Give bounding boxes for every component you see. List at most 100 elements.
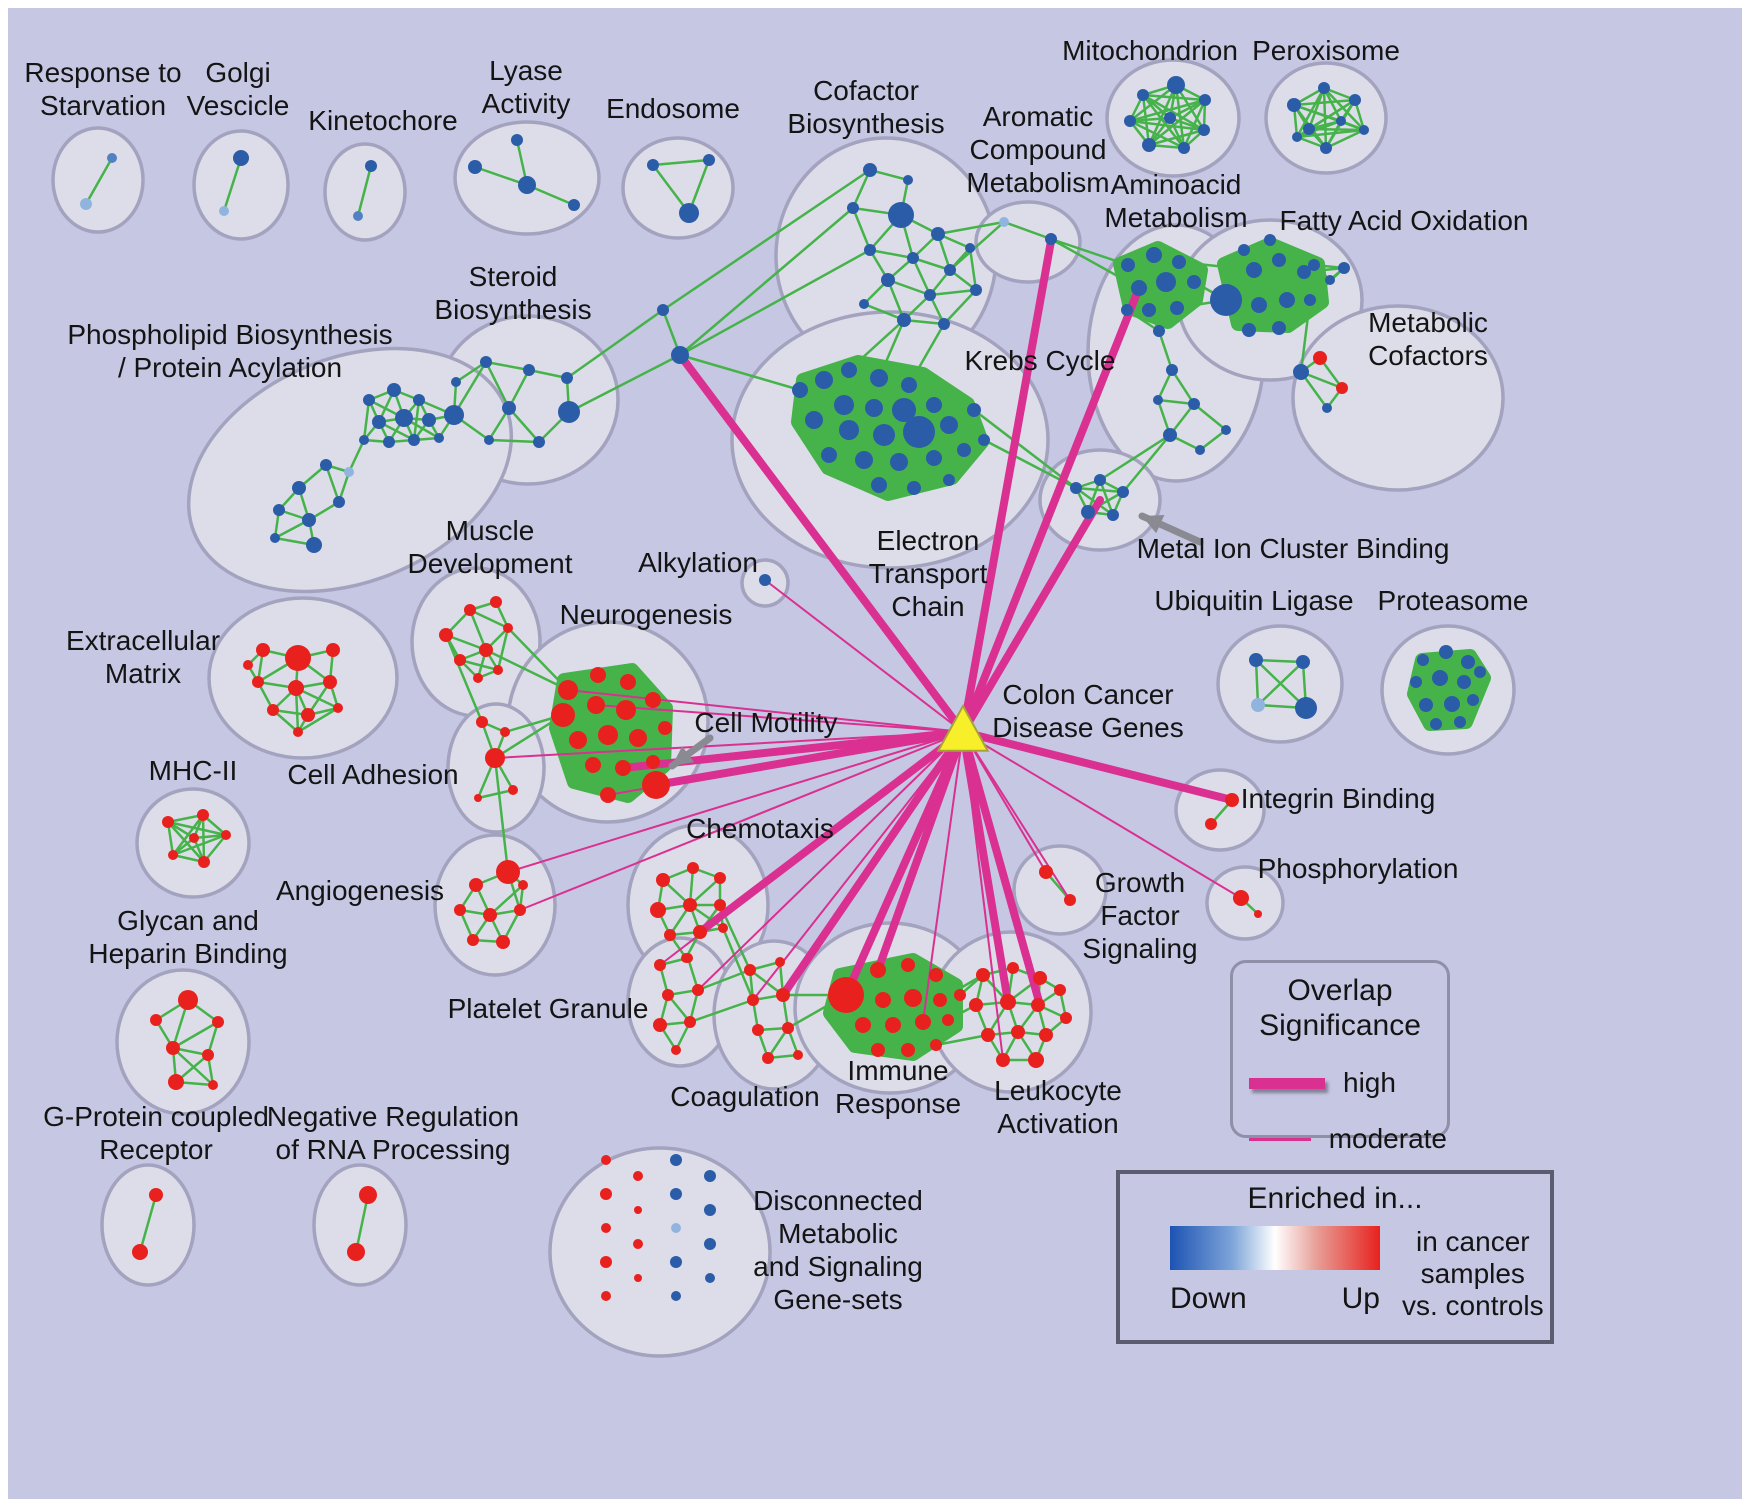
- gene-set-node: [654, 959, 666, 971]
- gene-set-node: [413, 394, 425, 406]
- inter-cluster-edge: [678, 206, 855, 357]
- gene-set-node: [484, 435, 494, 445]
- gene-set-node: [903, 175, 913, 185]
- cluster-ellipse-aromatic-compound-metabolism: [974, 200, 1082, 284]
- gene-set-node: [365, 160, 377, 172]
- gene-set-node: [243, 660, 253, 670]
- gene-set-node: [671, 1045, 681, 1055]
- overlap-significance-legend: Overlap Significance high moderate: [1230, 960, 1450, 1154]
- overlap-edge-moderate: [519, 731, 964, 911]
- gene-set-edge: [1128, 83, 1178, 123]
- gene-set-node: [1297, 265, 1311, 279]
- gene-set-node: [469, 878, 483, 892]
- gene-set-node: [1249, 653, 1263, 667]
- cluster-ellipse-mhc-ii: [135, 787, 251, 899]
- gene-set-node: [1153, 395, 1163, 405]
- gene-set-node: [1142, 138, 1156, 152]
- gene-set-node: [467, 934, 479, 946]
- gene-set-node: [815, 371, 833, 389]
- gene-set-node: [292, 481, 306, 495]
- overlap-edge-moderate: [764, 579, 964, 733]
- gene-set-node: [897, 313, 911, 327]
- gene-set-node: [270, 533, 280, 543]
- gene-set-node: [704, 1238, 716, 1250]
- gene-set-node: [1107, 509, 1119, 521]
- gene-set-node: [1124, 115, 1136, 127]
- inter-cluster-edge: [678, 353, 802, 392]
- gene-set-node: [387, 383, 401, 397]
- gene-set-node: [252, 676, 264, 688]
- gene-set-node: [1121, 304, 1133, 316]
- gene-set-node: [1238, 244, 1250, 256]
- gene-set-node: [508, 785, 518, 795]
- gene-set-node: [940, 416, 958, 434]
- gene-set-edge: [473, 165, 529, 187]
- overlap-edge-moderate: [962, 731, 1242, 899]
- inter-cluster-edge: [567, 353, 682, 414]
- gene-set-node: [671, 1223, 681, 1233]
- gene-set-node: [782, 1022, 794, 1034]
- gene-set-node: [870, 962, 886, 978]
- gene-set-node: [693, 925, 707, 939]
- gene-set-edge: [171, 833, 228, 857]
- gene-set-node: [670, 1188, 682, 1200]
- gene-set-node: [1188, 398, 1200, 410]
- gene-set-edge: [651, 158, 711, 167]
- gene-set-node: [168, 850, 178, 860]
- gene-set-node: [1163, 428, 1177, 442]
- gene-set-node: [901, 958, 915, 972]
- gene-set-edge: [468, 608, 510, 630]
- overlap-edge-moderate: [752, 731, 964, 1001]
- gene-set-node: [924, 289, 936, 301]
- gene-set-node: [683, 953, 693, 963]
- gene-set-edge: [1147, 128, 1206, 147]
- gene-set-node: [718, 923, 728, 933]
- gene-set-edge: [507, 368, 531, 410]
- gene-set-node: [363, 394, 375, 406]
- gene-set-node: [1461, 655, 1475, 669]
- gene-set-edge: [1128, 98, 1207, 123]
- gene-set-edge: [1168, 98, 1207, 120]
- gene-set-node: [1164, 112, 1176, 124]
- inter-cluster-edge: [506, 626, 570, 692]
- gene-set-node: [1007, 962, 1019, 974]
- gene-set-node: [333, 703, 343, 713]
- gene-set-node: [285, 645, 311, 671]
- gene-set-edge: [527, 368, 569, 380]
- gene-set-node: [664, 929, 676, 941]
- gene-set-node: [601, 1223, 611, 1233]
- gene-set-edge: [968, 246, 978, 292]
- gene-set-node: [1417, 654, 1429, 666]
- gene-set-node: [568, 199, 580, 211]
- inter-cluster-edge: [1299, 298, 1312, 374]
- gene-set-node: [132, 1244, 148, 1260]
- gene-set-node: [598, 725, 618, 745]
- gene-set-node: [178, 990, 198, 1010]
- gene-set-edge: [886, 278, 906, 322]
- gene-set-node: [776, 988, 790, 1002]
- gene-set-node: [189, 833, 199, 843]
- gene-set-node: [1349, 94, 1361, 106]
- disease-genes-hub: [936, 703, 990, 752]
- gene-set-node: [256, 643, 270, 657]
- gene-set-node: [657, 304, 669, 316]
- gene-set-node: [422, 413, 436, 427]
- gene-set-node: [293, 727, 303, 737]
- gene-set-node: [219, 206, 229, 216]
- gene-set-node: [892, 398, 916, 422]
- gene-set-node: [1251, 698, 1265, 712]
- gene-set-node: [855, 1017, 871, 1033]
- gene-set-node: [704, 1204, 716, 1216]
- high-significance-line-swatch: [1249, 1077, 1325, 1089]
- gene-set-edge: [171, 813, 205, 857]
- gene-set-edge: [1322, 86, 1343, 123]
- gene-set-node: [1467, 694, 1479, 706]
- gene-set-node: [703, 154, 715, 166]
- gene-set-node: [903, 416, 935, 448]
- gene-set-node: [658, 721, 672, 735]
- gene-set-node: [633, 1171, 643, 1181]
- gene-set-node: [933, 993, 947, 1007]
- overlap-edge-moderate: [595, 704, 964, 733]
- gene-set-node: [881, 273, 895, 287]
- gene-set-node: [601, 1291, 611, 1301]
